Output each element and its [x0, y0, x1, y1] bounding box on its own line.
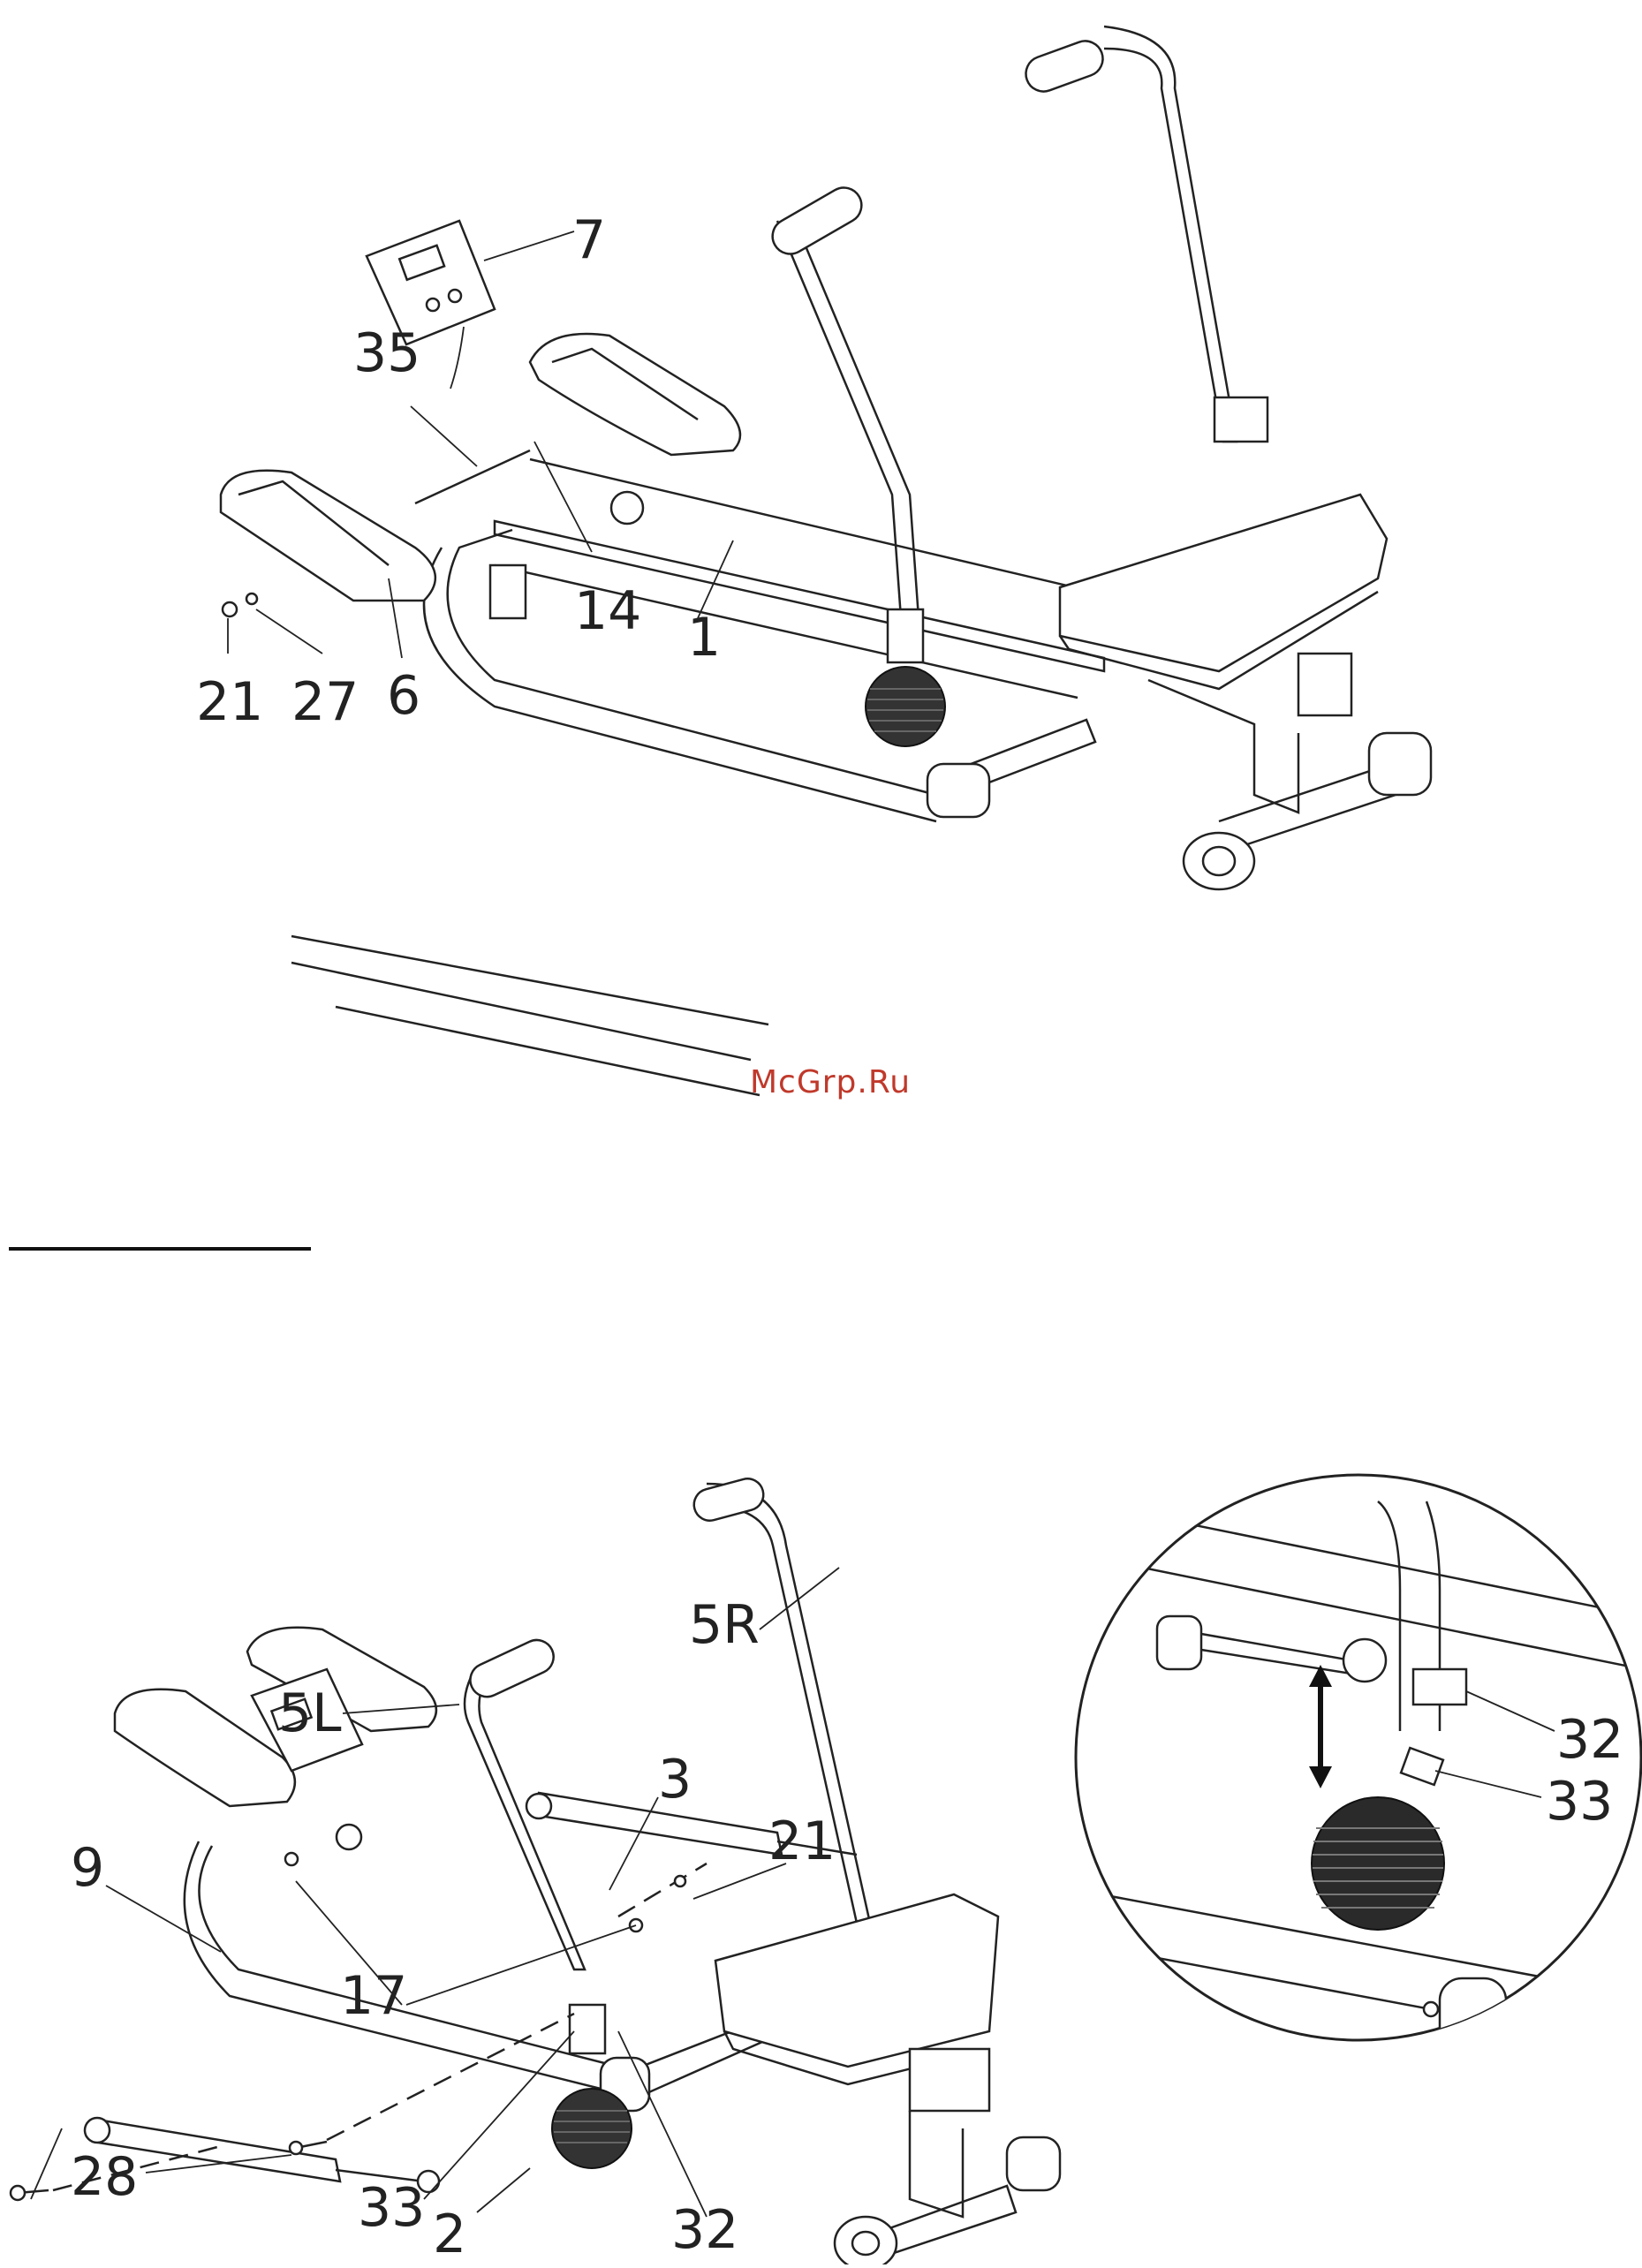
callout-5R: 5R — [689, 1594, 760, 1656]
callout-14: 14 — [574, 580, 641, 642]
callout-5L: 5L — [278, 1682, 342, 1744]
callout-32-detail: 32 — [1556, 1709, 1623, 1771]
callout-1: 1 — [687, 607, 721, 669]
lower-rowing-machine-drawing — [11, 936, 1060, 2264]
callout-2: 2 — [433, 2204, 466, 2264]
callout-35: 35 — [353, 322, 420, 384]
callout-7: 7 — [572, 209, 606, 271]
upper-rowing-machine-drawing — [221, 26, 1431, 889]
callout-27: 27 — [291, 671, 359, 733]
detail-callouts: 32 33 — [1546, 1709, 1623, 1833]
callout-21-lower: 21 — [768, 1811, 836, 1872]
callout-21: 21 — [196, 671, 263, 733]
callout-32-lower: 32 — [671, 2199, 738, 2261]
callout-28: 28 — [71, 2146, 138, 2208]
lower-leader-lines — [31, 1568, 839, 2217]
watermark-text: McGrp.Ru — [733, 1064, 927, 1100]
callout-6: 6 — [387, 665, 420, 727]
callout-17: 17 — [340, 1965, 407, 2027]
callout-3: 3 — [658, 1749, 692, 1811]
callout-9: 9 — [71, 1837, 104, 1899]
section-divider-rule — [9, 1247, 311, 1251]
callout-33-lower: 33 — [358, 2177, 425, 2239]
callout-33-detail: 33 — [1546, 1771, 1613, 1833]
